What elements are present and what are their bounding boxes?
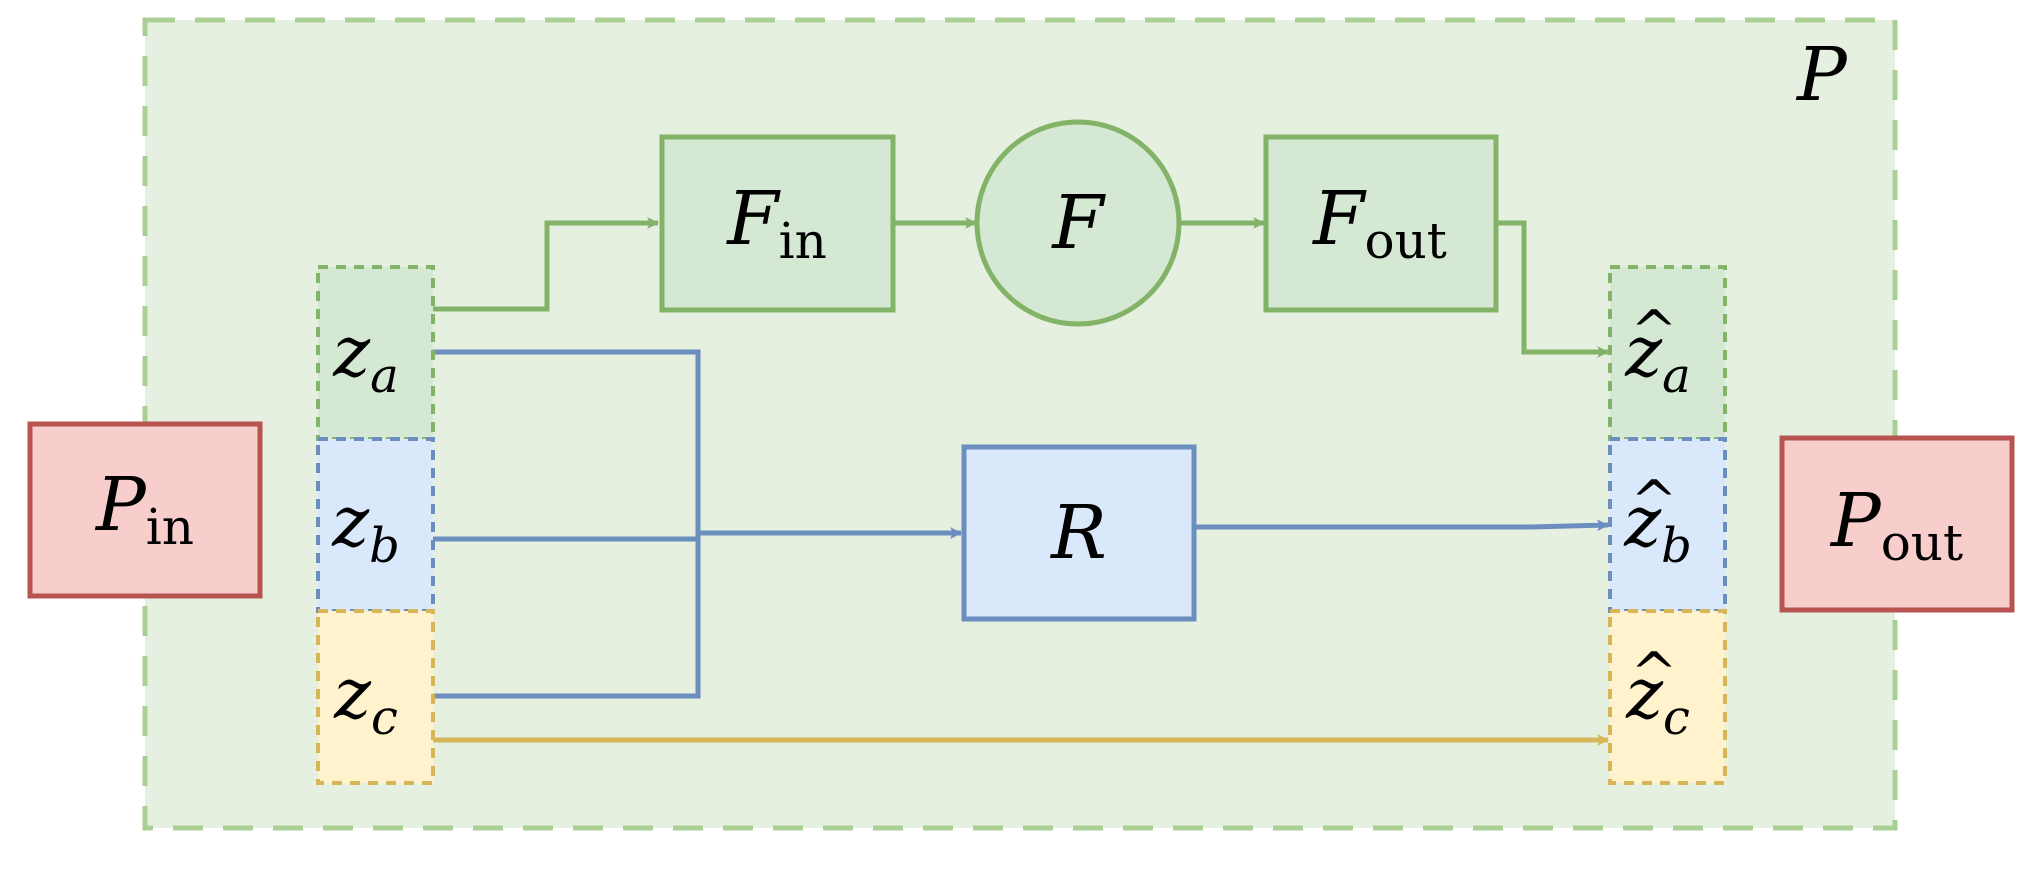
zhat-b-node: ^ zb <box>1608 437 1727 613</box>
edge-fout-to-zhat-a <box>1495 220 1609 358</box>
edge-zc-to-r <box>433 533 701 699</box>
f-in-label: Fin <box>725 176 827 270</box>
container-p-label: P <box>1795 32 1848 118</box>
p-out-node: Pout <box>1779 435 2015 613</box>
edge-za-to-r <box>433 349 701 533</box>
f-node: F <box>974 119 1182 327</box>
f-in-node: Fin <box>659 134 896 313</box>
f-out-node: Fout <box>1263 134 1499 313</box>
zhat-a-hat: ^ <box>1631 299 1678 364</box>
edge-za-to-fin <box>433 217 659 312</box>
zhat-c-hat: ^ <box>1631 641 1678 706</box>
f-label: F <box>1050 180 1106 266</box>
z-c-label: zc <box>333 653 398 746</box>
z-a-node: za <box>316 265 435 441</box>
z-b-node: zb <box>316 437 435 613</box>
zhat-b-label: zb <box>1623 481 1692 574</box>
edge-r-to-zhat-b <box>1194 519 1609 532</box>
zhat-a-node: ^ za <box>1608 265 1727 441</box>
zhat-c-label: zc <box>1625 653 1690 746</box>
zhat-b-hat: ^ <box>1631 469 1678 534</box>
z-a-label: za <box>332 311 399 404</box>
p-out-label: Pout <box>1829 478 1963 572</box>
zhat-c-node: ^ zc <box>1608 609 1727 785</box>
zhat-a-label: za <box>1624 311 1691 404</box>
p-in-label: Pin <box>94 462 194 556</box>
r-node: R <box>961 444 1197 622</box>
f-out-label: Fout <box>1311 176 1447 270</box>
p-in-node: Pin <box>27 421 263 599</box>
z-c-node: zc <box>316 609 435 785</box>
z-b-label: zb <box>331 481 400 574</box>
r-label: R <box>1049 490 1107 576</box>
